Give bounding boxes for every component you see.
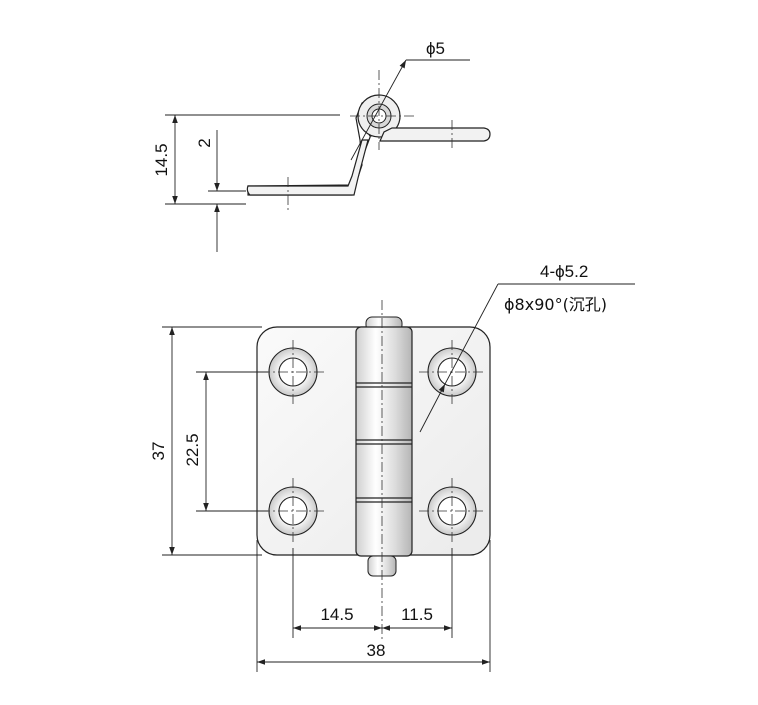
side-view-pin-diameter-label: ϕ5 xyxy=(426,39,445,58)
side-view-upper-leaf xyxy=(379,127,491,142)
hole-callout-line-1: 4-ϕ5.2 xyxy=(540,262,588,281)
side-view-height-label: 14.5 xyxy=(152,143,171,176)
front-view-hole-pitch-label: 22.5 xyxy=(183,433,202,466)
side-view-lower-leaf xyxy=(246,139,369,196)
front-view-width-label: 38 xyxy=(367,641,386,660)
front-view-right-offset-label: 11.5 xyxy=(401,605,433,624)
front-view-knuckle xyxy=(355,316,413,577)
side-view: ϕ5 14.5 2 xyxy=(152,39,491,252)
front-view: 4-ϕ5.2 ϕ8x90°(沉孔) 37 22.5 14.5 11.5 38 xyxy=(149,262,635,672)
front-view-left-offset-label: 14.5 xyxy=(320,605,353,624)
front-view-height-label: 37 xyxy=(149,442,168,461)
side-view-thickness-label: 2 xyxy=(195,138,214,147)
hole-callout-line-2: ϕ8x90°(沉孔) xyxy=(504,295,607,314)
